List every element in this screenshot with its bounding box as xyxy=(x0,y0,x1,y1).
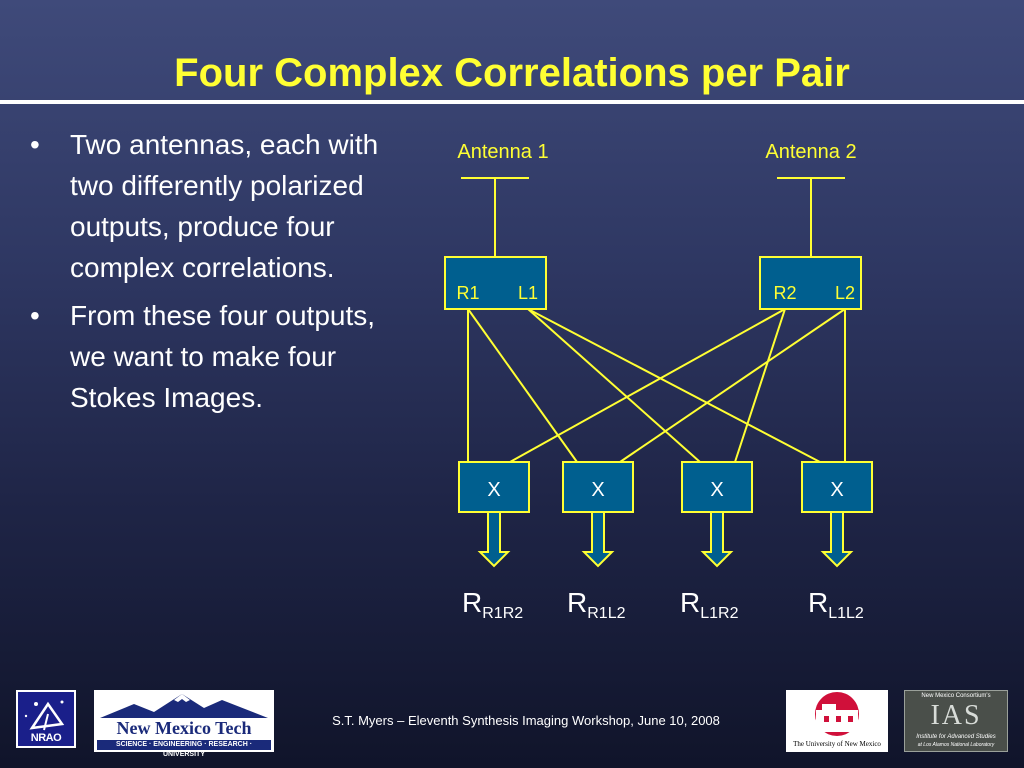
output-l1-label: L1 xyxy=(518,283,538,303)
bullet-list: • Two antennas, each with two differentl… xyxy=(30,124,390,425)
bullet-item: • Two antennas, each with two differentl… xyxy=(30,124,390,288)
path-r1-to-x2 xyxy=(467,308,578,463)
result-rl1r2-label: RL1R2 xyxy=(680,587,739,622)
output-r1-label: R1 xyxy=(456,283,479,303)
result-main: R xyxy=(462,587,482,618)
multiplier-1: X RR1R2 xyxy=(458,461,530,622)
antenna-1-label: Antenna 1 xyxy=(457,141,548,163)
ias-logo: New Mexico Consortium's IAS Institute fo… xyxy=(904,690,1008,752)
result-rr1r2-label: RR1R2 xyxy=(462,587,523,622)
path-r2-to-x1 xyxy=(509,308,786,463)
multiplier-label: X xyxy=(487,479,500,501)
slide-title: Four Complex Correlations per Pair xyxy=(174,51,850,95)
new-mexico-tech-logo: New Mexico Tech SCIENCE · ENGINEERING · … xyxy=(94,690,274,758)
path-l2-to-x2 xyxy=(619,308,846,463)
result-main: R xyxy=(808,587,828,618)
ias-mark: IAS xyxy=(930,700,982,731)
result-subscript: L1R2 xyxy=(700,605,738,622)
antenna-2-label: Antenna 2 xyxy=(765,141,856,163)
multiplier-2: X RR1L2 xyxy=(562,461,634,622)
path-l1-to-x4 xyxy=(527,308,821,463)
result-subscript: L1L2 xyxy=(828,605,864,622)
bullet-marker: • xyxy=(30,300,40,331)
output-l2-label: L2 xyxy=(835,283,855,303)
multiplier-4: X RL1L2 xyxy=(801,461,873,622)
output-arrow-icon xyxy=(477,511,511,568)
nmt-tagline: SCIENCE · ENGINEERING · RESEARCH · UNIVE… xyxy=(97,740,271,758)
nrao-logo: NRAO xyxy=(16,690,76,748)
footer-citation: S.T. Myers – Eleventh Synthesis Imaging … xyxy=(332,713,720,728)
bullet-marker: • xyxy=(30,129,40,160)
receiver-2-box: R2 L2 xyxy=(759,256,862,310)
result-subscript: R1R2 xyxy=(482,605,523,622)
bullet-text: From these four outputs, we want to make… xyxy=(70,300,376,413)
ias-consortium: New Mexico Consortium's xyxy=(921,693,991,699)
nmt-wordmark: New Mexico Tech xyxy=(116,718,252,738)
radio-dish-icon xyxy=(24,700,65,731)
bullet-item: • From these four outputs, we want to ma… xyxy=(30,295,390,418)
bullet-text: Two antennas, each with two differently … xyxy=(70,129,379,283)
path-r2-to-x3 xyxy=(734,308,786,463)
signal-paths xyxy=(467,308,846,463)
result-rr1l2-label: RR1L2 xyxy=(567,587,626,622)
unm-wordmark: The University of New Mexico xyxy=(793,740,881,748)
multiplier-3: X RL1R2 xyxy=(680,461,753,622)
output-arrow-icon xyxy=(581,511,615,568)
path-l1-to-x3 xyxy=(527,308,701,463)
antenna-1-icon xyxy=(461,177,529,257)
multiplier-label: X xyxy=(710,479,723,501)
ias-institute: Institute for Advanced Studies xyxy=(916,734,996,740)
result-rl1l2-label: RL1L2 xyxy=(808,587,864,622)
nrao-wordmark: NRAO xyxy=(30,732,62,744)
result-main: R xyxy=(680,587,700,618)
multiplier-label: X xyxy=(591,479,604,501)
ias-lab: at Los Alamos National Laboratory xyxy=(917,742,995,748)
unm-logo: The University of New Mexico xyxy=(786,690,888,752)
result-main: R xyxy=(567,587,587,618)
receiver-1-box: R1 L1 xyxy=(444,256,547,310)
multiplier-label: X xyxy=(830,479,843,501)
output-arrow-icon xyxy=(820,511,854,568)
antenna-2-icon xyxy=(777,177,845,257)
unm-building-icon xyxy=(815,692,859,736)
correlator-diagram: Antenna 1 Antenna 2 R1 L1 R2 L2 xyxy=(444,141,873,622)
mountain-icon xyxy=(100,694,268,718)
output-arrow-icon xyxy=(700,511,734,568)
title-divider xyxy=(0,100,1024,104)
output-r2-label: R2 xyxy=(773,283,796,303)
result-subscript: R1L2 xyxy=(587,605,625,622)
